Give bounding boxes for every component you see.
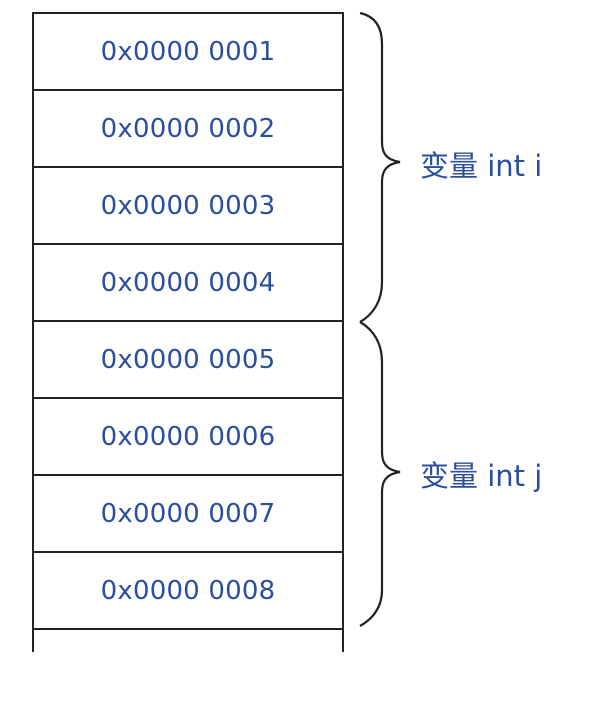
- memory-address-8: 0x0000 0008: [100, 575, 276, 606]
- memory-cell-3: 0x0000 0003: [34, 166, 342, 243]
- memory-cell-4: 0x0000 0004: [34, 243, 342, 320]
- memory-address-6: 0x0000 0006: [100, 421, 276, 452]
- memory-cell-7: 0x0000 0007: [34, 474, 342, 551]
- memory-cell-8: 0x0000 0008: [34, 551, 342, 628]
- memory-address-5: 0x0000 0005: [100, 344, 276, 375]
- memory-address-1: 0x0000 0001: [100, 36, 276, 67]
- variable-label-int-i: 变量 int i: [420, 149, 543, 183]
- brace-int-i: [359, 11, 401, 323]
- memory-cell-1: 0x0000 0001: [34, 12, 342, 89]
- memory-cell-partial: [34, 628, 342, 705]
- memory-cell-6: 0x0000 0006: [34, 397, 342, 474]
- memory-address-2: 0x0000 0002: [100, 113, 276, 144]
- memory-cell-5: 0x0000 0005: [34, 320, 342, 397]
- memory-cell-2: 0x0000 0002: [34, 89, 342, 166]
- memory-column: 0x0000 0001 0x0000 0002 0x0000 0003 0x00…: [32, 12, 344, 652]
- memory-address-3: 0x0000 0003: [100, 190, 276, 221]
- variable-label-int-j: 变量 int j: [420, 459, 543, 493]
- group-braces: [359, 11, 401, 627]
- memory-address-7: 0x0000 0007: [100, 498, 276, 529]
- brace-int-j: [359, 321, 401, 627]
- memory-address-4: 0x0000 0004: [100, 267, 276, 298]
